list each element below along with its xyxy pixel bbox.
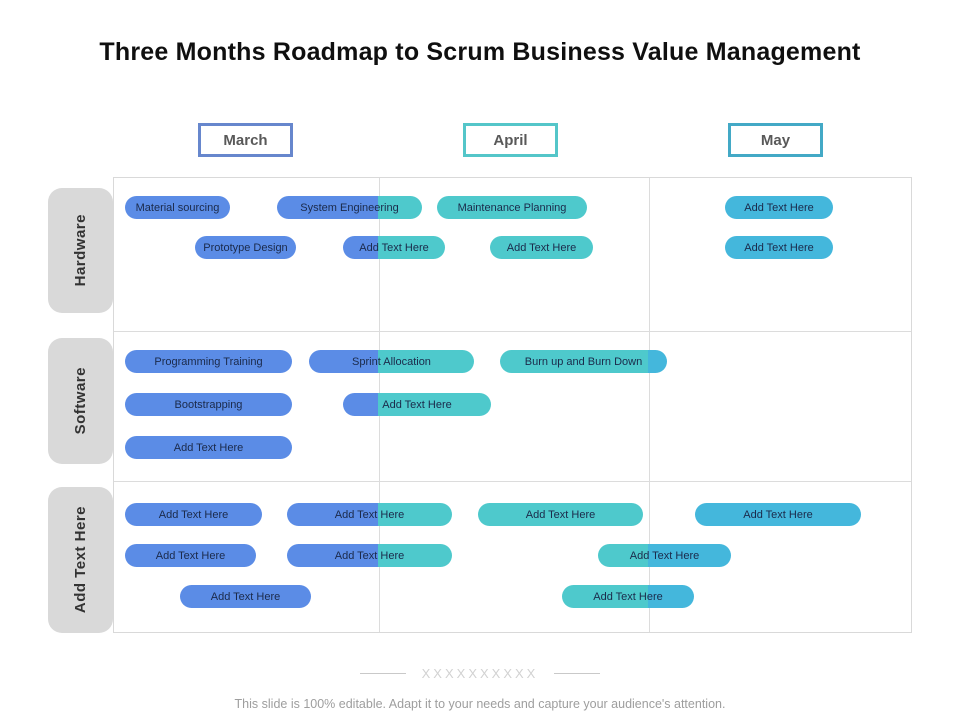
- task-pill[interactable]: Add Text Here: [478, 503, 643, 526]
- task-pill-label: Add Text Here: [382, 398, 452, 411]
- task-pill-label: System Engineering: [300, 201, 399, 214]
- task-pill[interactable]: Material sourcing: [125, 196, 230, 219]
- task-pill-label: Prototype Design: [203, 241, 288, 254]
- task-pill[interactable]: Prototype Design: [195, 236, 296, 259]
- task-pill[interactable]: Maintenance Planning: [437, 196, 587, 219]
- footer-divider: XXXXXXXXXX: [0, 666, 960, 681]
- task-pill[interactable]: Programming Training: [125, 350, 292, 373]
- placeholder-text: XXXXXXXXXX: [421, 666, 539, 681]
- task-pill[interactable]: Add Text Here: [490, 236, 593, 259]
- task-pill[interactable]: Add Text Here: [725, 236, 833, 259]
- task-pill-label: Add Text Here: [506, 241, 577, 254]
- task-pill[interactable]: Bootstrapping: [125, 393, 292, 416]
- task-pill-label: Add Text Here: [525, 508, 596, 521]
- task-pill-label: Add Text Here: [593, 590, 663, 603]
- task-pill[interactable]: Add Text Here: [598, 544, 731, 567]
- task-pill-label: Add Text Here: [744, 201, 814, 214]
- row-label-text: Software: [72, 367, 89, 435]
- footer-note: This slide is 100% editable. Adapt it to…: [234, 697, 726, 711]
- task-pill[interactable]: Add Text Here: [180, 585, 311, 608]
- task-pill[interactable]: Add Text Here: [125, 544, 256, 567]
- month-header-april[interactable]: April: [463, 123, 558, 157]
- grid-column-divider: [649, 178, 650, 632]
- task-pill[interactable]: Add Text Here: [695, 503, 861, 526]
- task-pill[interactable]: Add Text Here: [287, 503, 452, 526]
- task-pill-label: Add Text Here: [359, 241, 429, 254]
- month-label: March: [223, 131, 268, 149]
- task-pill-label: Bootstrapping: [174, 398, 243, 411]
- task-pill-label: Sprint Allocation: [352, 355, 431, 368]
- task-pill[interactable]: Sprint Allocation: [309, 350, 474, 373]
- task-pill[interactable]: Add Text Here: [125, 503, 262, 526]
- task-pill-label: Add Text Here: [210, 590, 281, 603]
- month-header-may[interactable]: May: [728, 123, 823, 157]
- task-pill-label: Add Text Here: [334, 549, 405, 562]
- task-pill[interactable]: Add Text Here: [562, 585, 694, 608]
- row-label-software[interactable]: Software: [48, 338, 113, 464]
- task-pill[interactable]: Add Text Here: [343, 393, 491, 416]
- task-pill[interactable]: Add Text Here: [287, 544, 452, 567]
- task-pill-label: Maintenance Planning: [457, 201, 567, 214]
- row-label-text: Hardware: [72, 214, 89, 287]
- task-pill-label: Material sourcing: [135, 201, 220, 214]
- divider-rule: [359, 673, 406, 674]
- task-pill-label: Add Text Here: [173, 441, 244, 454]
- task-pill-label: Add Text Here: [743, 508, 813, 521]
- row-label-add-text-here[interactable]: Add Text Here: [48, 487, 113, 633]
- row-label-text: Add Text Here: [72, 506, 89, 614]
- task-pill-label: Add Text Here: [629, 549, 700, 562]
- task-pill-label: Add Text Here: [158, 508, 229, 521]
- task-pill-label: Add Text Here: [334, 508, 405, 521]
- task-pill[interactable]: System Engineering: [277, 196, 422, 219]
- month-label: May: [760, 131, 791, 149]
- task-pill-label: Burn up and Burn Down: [524, 355, 643, 368]
- grid-row-divider: [114, 481, 911, 482]
- grid-row-divider: [114, 331, 911, 332]
- divider-rule: [554, 673, 601, 674]
- month-header-march[interactable]: March: [198, 123, 293, 157]
- month-label: April: [493, 131, 528, 149]
- task-pill-label: Add Text Here: [155, 549, 226, 562]
- task-pill[interactable]: Add Text Here: [725, 196, 833, 219]
- task-pill[interactable]: Add Text Here: [125, 436, 292, 459]
- task-pill[interactable]: Burn up and Burn Down: [500, 350, 667, 373]
- row-label-hardware[interactable]: Hardware: [48, 188, 113, 313]
- task-pill[interactable]: Add Text Here: [343, 236, 445, 259]
- task-pill-label: Programming Training: [154, 355, 263, 368]
- slide-title: Three Months Roadmap to Scrum Business V…: [99, 38, 861, 66]
- task-pill-label: Add Text Here: [744, 241, 814, 254]
